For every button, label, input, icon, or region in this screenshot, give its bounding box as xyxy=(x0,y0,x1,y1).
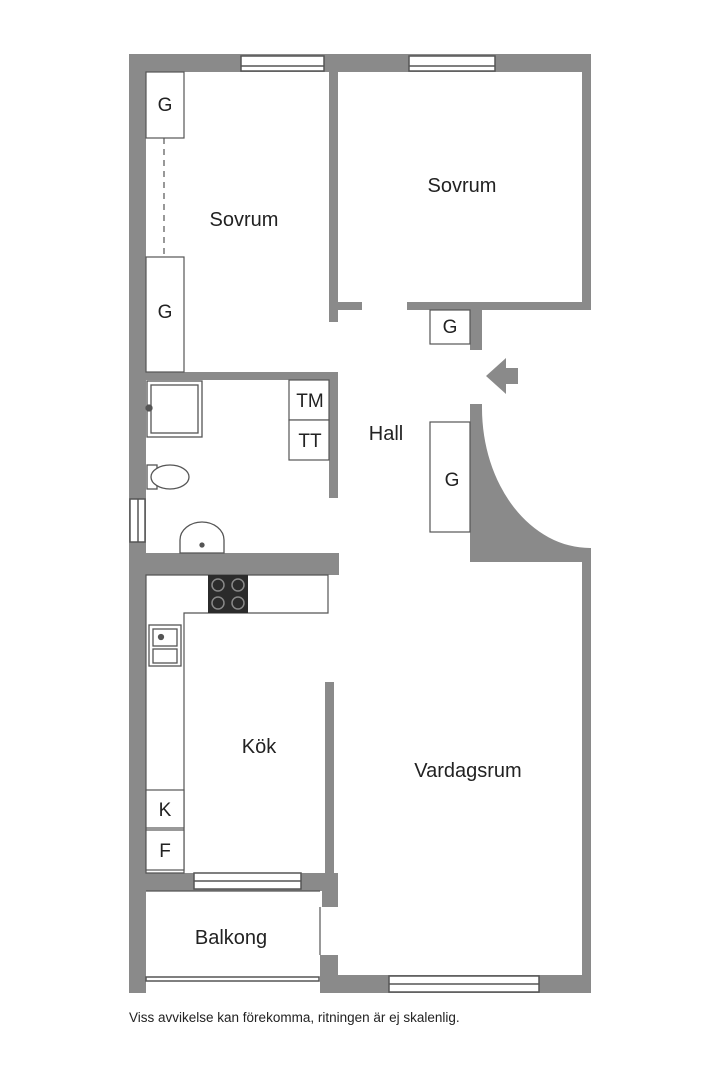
wardrobe-hall xyxy=(429,421,471,533)
room-label-balcony: Balkong xyxy=(195,927,267,949)
window-bedroom-2 xyxy=(408,55,496,72)
fixtures xyxy=(145,71,471,874)
room-label-bedroom-1: Sovrum xyxy=(210,209,279,231)
windows xyxy=(129,55,540,993)
balcony xyxy=(146,890,321,955)
washing-machine xyxy=(288,379,330,421)
tumble-dryer xyxy=(288,419,330,461)
wardrobe-bedroom-1-top xyxy=(145,71,185,139)
room-label-hall: Hall xyxy=(369,423,403,445)
wardrobe-bedroom-1-bottom xyxy=(145,256,185,373)
wardrobe-label: G xyxy=(445,470,460,491)
wardrobe-label: G xyxy=(158,95,173,116)
tumble-dryer-label: TT xyxy=(298,431,322,452)
window-bedroom-1 xyxy=(240,55,325,72)
window-balcony xyxy=(145,976,320,982)
washing-machine-label: TM xyxy=(296,391,323,412)
stove xyxy=(208,575,248,613)
freezer-label: F xyxy=(159,841,171,862)
room-label-kitchen: Kök xyxy=(242,736,277,758)
room-label-living-room: Vardagsrum xyxy=(414,760,521,782)
washbasin xyxy=(179,521,225,554)
wardrobe-hall-top xyxy=(429,309,471,345)
wardrobe-label: G xyxy=(443,317,458,338)
room-label-bedroom-2: Sovrum xyxy=(428,175,497,197)
bathroom-fixtures xyxy=(145,380,225,667)
entrance-arrow-icon xyxy=(486,358,518,394)
disclaimer-text: Viss avvikelse kan förekomma, ritningen … xyxy=(129,1010,460,1025)
fridge xyxy=(145,789,185,829)
wardrobe-label: G xyxy=(158,302,173,323)
fridge-label: K xyxy=(159,800,172,821)
freezer xyxy=(145,829,185,871)
